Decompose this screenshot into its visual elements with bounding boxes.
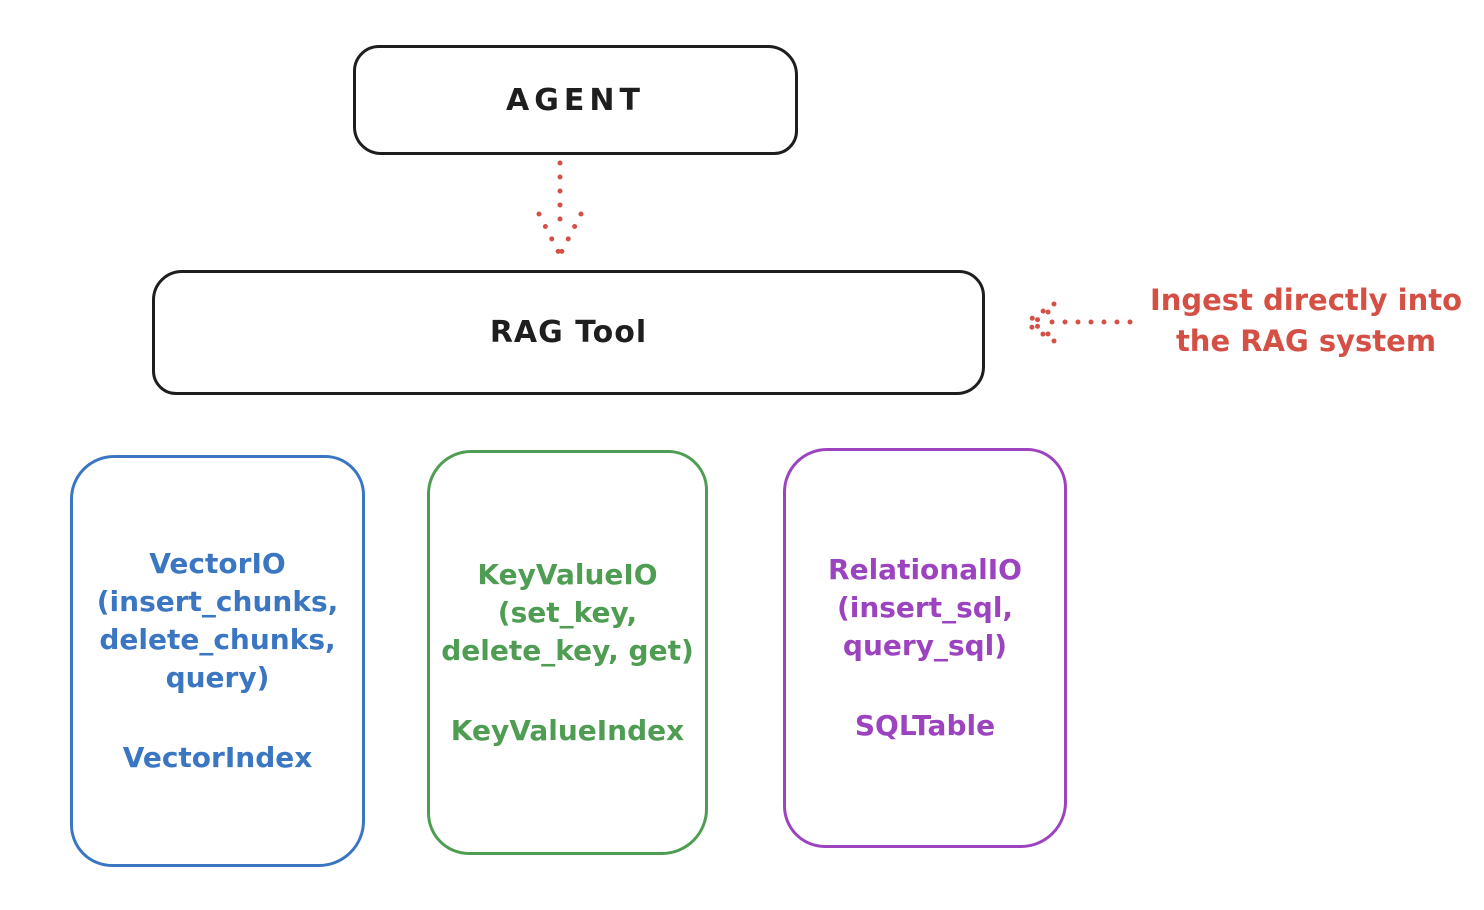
- rag-tool-node: RAG Tool: [152, 270, 985, 395]
- vector-io-title: VectorIO: [149, 547, 286, 580]
- keyvalue-io-method-line: (set_key,: [497, 595, 638, 629]
- ingest-annotation-line2: the RAG system: [1175, 324, 1437, 358]
- agent-to-ragtool-arrow-icon: [536, 160, 584, 258]
- keyvalue-io-title: KeyValueIO: [477, 557, 658, 591]
- annotation-to-ragtool-arrow-icon: [1022, 301, 1133, 344]
- ingest-annotation: Ingest directly into the RAG system: [1140, 280, 1472, 362]
- ingest-annotation-line1: Ingest directly into: [1149, 283, 1463, 317]
- agent-label: AGENT: [506, 82, 645, 118]
- keyvalue-index-label: KeyValueIndex: [450, 713, 685, 747]
- vector-index-label: VectorIndex: [122, 741, 313, 774]
- vector-io-method-line: query): [165, 661, 270, 694]
- relational-io-title: RelationalIO: [828, 553, 1022, 586]
- relational-io-node: RelationalIO (insert_sql, query_sql) SQL…: [783, 448, 1067, 848]
- keyvalue-io-method-line: delete_key, get): [441, 633, 694, 667]
- keyvalue-io-node: KeyValueIO (set_key, delete_key, get) Ke…: [427, 450, 708, 855]
- relational-io-method-line: query_sql): [842, 629, 1008, 662]
- rag-tool-label: RAG Tool: [489, 315, 648, 350]
- vector-io-node: VectorIO (insert_chunks, delete_chunks, …: [70, 455, 365, 867]
- sql-table-label: SQLTable: [854, 709, 996, 742]
- vector-io-method-line: delete_chunks,: [99, 623, 336, 656]
- agent-node: AGENT: [353, 45, 798, 155]
- relational-io-method-line: (insert_sql,: [836, 591, 1014, 624]
- vector-io-method-line: (insert_chunks,: [96, 585, 339, 618]
